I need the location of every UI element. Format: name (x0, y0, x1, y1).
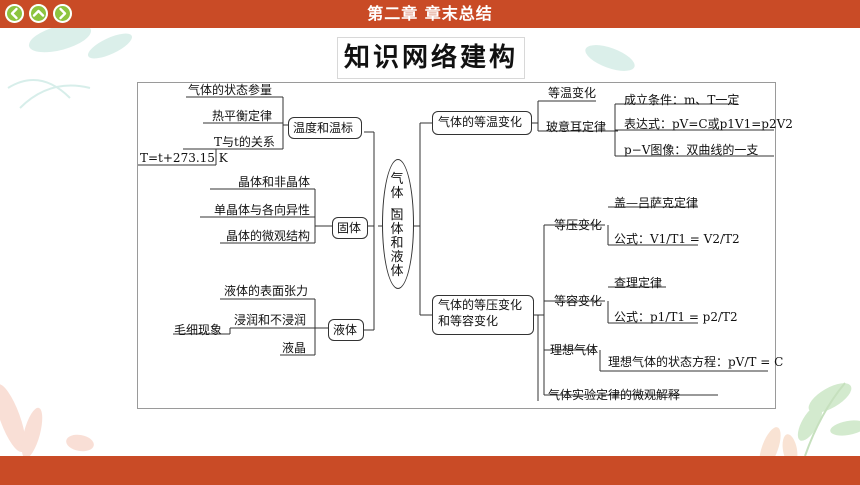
node-solid-label: 固体 (337, 221, 362, 235)
decorative-leaves (0, 23, 860, 469)
leaf-boyle-law: 玻意耳定律 (546, 120, 607, 134)
leaf-state-parameters: 气体的状态参量 (188, 83, 273, 97)
leaf-capillary: 毛细现象 (174, 323, 223, 337)
leaf-isochoric: 等容变化 (554, 294, 603, 308)
detail-condition: 成立条件：m、T一定 (624, 93, 740, 107)
node-liquid-label: 液体 (333, 323, 358, 337)
leaf-crystal-microstructure: 晶体的微观结构 (226, 229, 311, 243)
node-isobaric-isochoric (432, 295, 534, 335)
leaf-gay-lussac: 盖—吕萨克定律 (614, 196, 699, 210)
mind-map: 气体、固体和液体 温度和温标 固体 液体 气体的状态参量 热平衡定律 T与t的关… (137, 82, 793, 409)
chevron-up-icon[interactable] (29, 4, 48, 23)
detail-expression: 表达式：pV=C或p1V1=p2V2 (624, 117, 793, 131)
connector-lines (138, 96, 774, 401)
leaf-crystal-amorphous: 晶体和非晶体 (238, 175, 311, 189)
bottom-bar (0, 456, 860, 485)
detail-pv-graph: p−V图像：双曲线的一支 (624, 143, 759, 157)
leaf-T-t-relation: T与t的关系 (214, 135, 275, 149)
chapter-title: 第二章 章末总结 (367, 4, 493, 23)
node-isobaric-isochoric-label: 气体的等压变化和等容变化 (438, 298, 523, 328)
formula-isochoric: 公式：p1/T1 = p2/T2 (614, 310, 738, 324)
node-isothermal-label: 气体的等温变化 (438, 115, 523, 129)
leaf-charles: 查理定律 (614, 276, 663, 290)
top-bar: 第二章 章末总结 (0, 0, 860, 28)
node-liquid (328, 319, 364, 341)
leaf-isobaric: 等压变化 (554, 218, 603, 232)
section-title: 知识网络建构 (337, 37, 525, 79)
node-isothermal (432, 111, 532, 135)
center-node (382, 159, 414, 289)
leaf-liquid-crystal: 液晶 (282, 341, 307, 355)
center-node-label: 气体、固体和液体 (390, 172, 404, 279)
formula-ideal-gas: 理想气体的状态方程：pV/T = C (608, 355, 784, 369)
formula-isobaric: 公式：V1/T1 = V2/T2 (614, 232, 740, 246)
node-temperature-label: 温度和温标 (293, 121, 354, 135)
leaf-surface-tension: 液体的表面张力 (224, 284, 309, 298)
leaf-micro-explanation: 气体实验定律的微观解释 (548, 388, 681, 402)
chevron-right-icon[interactable] (53, 4, 72, 23)
leaf-single-crystal-anisotropy: 单晶体与各向异性 (214, 203, 311, 217)
leaf-T-equation: T=t+273.15 K (140, 151, 228, 165)
leaf-wetting: 浸润和不浸润 (234, 313, 307, 327)
leaf-ideal-gas: 理想气体 (550, 343, 599, 357)
chevron-left-icon[interactable] (5, 4, 24, 23)
node-temperature (288, 117, 362, 139)
leaf-thermal-equilibrium: 热平衡定律 (212, 109, 273, 123)
leaf-isothermal-change: 等温变化 (548, 86, 597, 100)
node-solid (332, 217, 368, 239)
